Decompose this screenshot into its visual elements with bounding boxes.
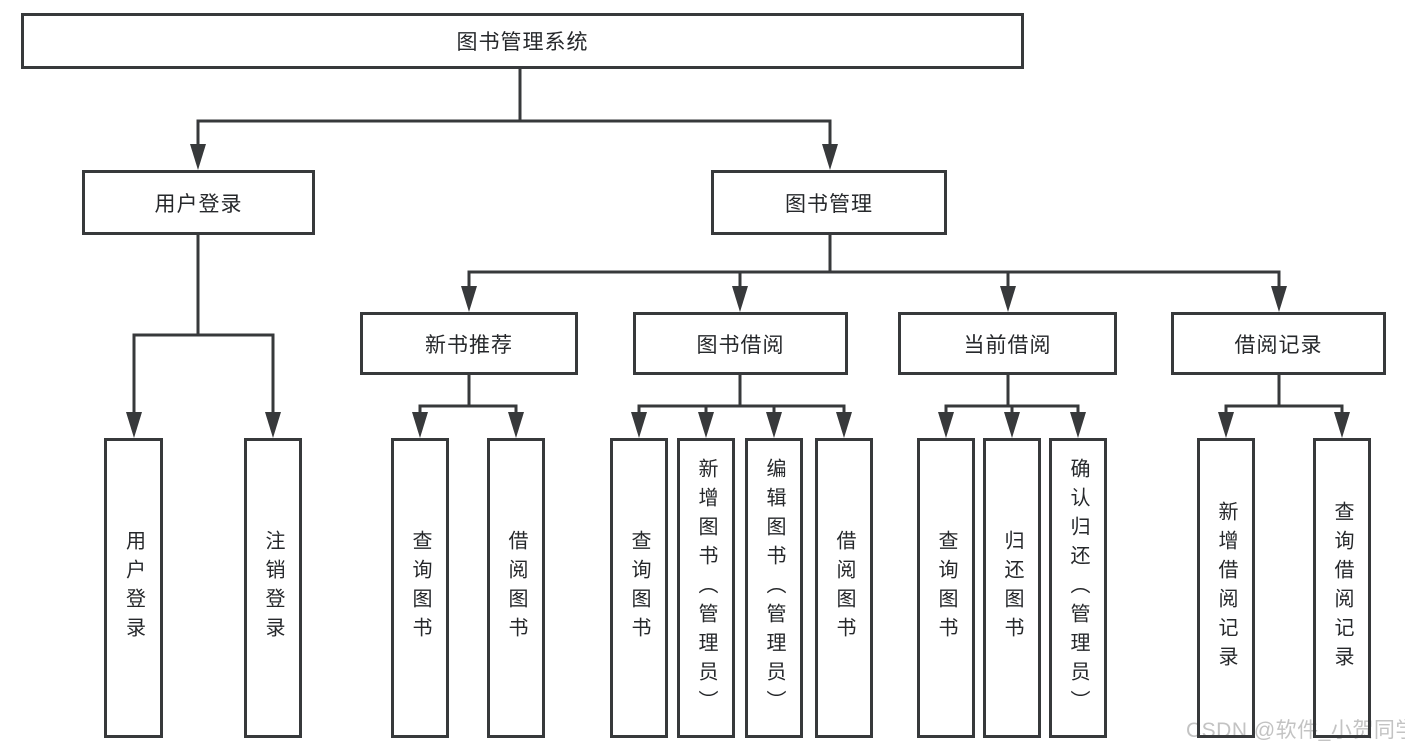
node-new-book-recommendation-label: 新书推荐 [425, 333, 513, 357]
node-book-borrowing-label: 图书借阅 [696, 333, 785, 357]
arrowhead [1004, 412, 1020, 438]
leaf-borrow-books-under-new-book-label: 借阅图书 [505, 530, 527, 646]
arrowhead [1218, 412, 1234, 438]
arrowhead [1070, 412, 1086, 438]
leaf-borrow-books-under-borrowing-label: 借阅图书 [833, 530, 855, 646]
arrowhead [412, 412, 428, 438]
leaf-add-borrow-record: 新增借阅记录 [1197, 438, 1255, 738]
connector-root [190, 66, 838, 170]
leaf-logout: 注销登录 [244, 438, 302, 738]
arrowhead [1271, 286, 1287, 312]
leaf-confirm-return-admin-label: 确认归还（管理员） [1067, 457, 1089, 719]
node-current-borrowing-label: 当前借阅 [963, 333, 1052, 357]
arrowhead [732, 286, 748, 312]
leaf-query-books-under-borrowing: 查询图书 [610, 438, 668, 738]
leaf-query-books-under-current-label: 查询图书 [935, 530, 957, 646]
node-borrowing-records: 借阅记录 [1171, 312, 1386, 375]
leaf-logout-label: 注销登录 [262, 530, 284, 646]
arrowhead [126, 412, 142, 438]
node-book-borrowing: 图书借阅 [633, 312, 848, 375]
connector-borrowing-records [1218, 373, 1350, 438]
leaf-query-books-under-borrowing-label: 查询图书 [628, 530, 650, 646]
leaf-add-books-admin-label: 新增图书（管理员） [695, 457, 717, 719]
arrowhead [508, 412, 524, 438]
leaf-query-books-under-new-book: 查询图书 [391, 438, 449, 738]
leaf-query-books-under-current: 查询图书 [917, 438, 975, 738]
arrowhead [631, 412, 647, 438]
leaf-user-login-label: 用户登录 [122, 530, 145, 646]
node-borrowing-records-label: 借阅记录 [1234, 333, 1323, 357]
leaf-edit-books-admin-label: 编辑图书（管理员） [763, 457, 785, 719]
node-user-login-label: 用户登录 [154, 192, 243, 216]
leaf-query-borrow-record: 查询借阅记录 [1313, 438, 1371, 738]
connector-user-login [126, 233, 281, 438]
leaf-edit-books-admin: 编辑图书（管理员） [745, 438, 803, 738]
leaf-borrow-books-under-borrowing: 借阅图书 [815, 438, 873, 738]
leaf-query-books-under-new-book-label: 查询图书 [409, 530, 431, 646]
node-library-management-system-label: 图书管理系统 [456, 31, 589, 54]
arrowhead [938, 412, 954, 438]
connector-current-borrowing [938, 373, 1086, 438]
leaf-query-borrow-record-label: 查询借阅记录 [1331, 501, 1353, 675]
node-library-management-system: 图书管理系统 [21, 13, 1024, 69]
node-user-login: 用户登录 [82, 170, 315, 235]
leaf-return-books-label: 归还图书 [1001, 530, 1023, 646]
leaf-add-books-admin: 新增图书（管理员） [677, 438, 735, 738]
node-new-book-recommendation: 新书推荐 [360, 312, 578, 375]
arrowhead [461, 286, 477, 312]
arrowhead [1334, 412, 1350, 438]
leaf-confirm-return-admin: 确认归还（管理员） [1049, 438, 1107, 738]
connector-book-borrowing [631, 373, 852, 438]
leaf-user-login: 用户登录 [104, 438, 163, 738]
leaf-add-borrow-record-label: 新增借阅记录 [1215, 501, 1237, 675]
arrowhead [698, 412, 714, 438]
leaf-return-books: 归还图书 [983, 438, 1041, 738]
arrowhead [1000, 286, 1016, 312]
connector-new-book-recommendation [412, 373, 524, 438]
node-book-management-label: 图书管理 [785, 192, 873, 216]
arrowhead [766, 412, 782, 438]
leaf-borrow-books-under-new-book: 借阅图书 [487, 438, 545, 738]
arrowhead [265, 412, 281, 438]
arrowhead [822, 144, 838, 170]
node-current-borrowing: 当前借阅 [898, 312, 1117, 375]
node-book-management: 图书管理 [711, 170, 947, 235]
arrowhead [836, 412, 852, 438]
connector-book-management [461, 233, 1287, 312]
arrowhead [190, 144, 206, 170]
